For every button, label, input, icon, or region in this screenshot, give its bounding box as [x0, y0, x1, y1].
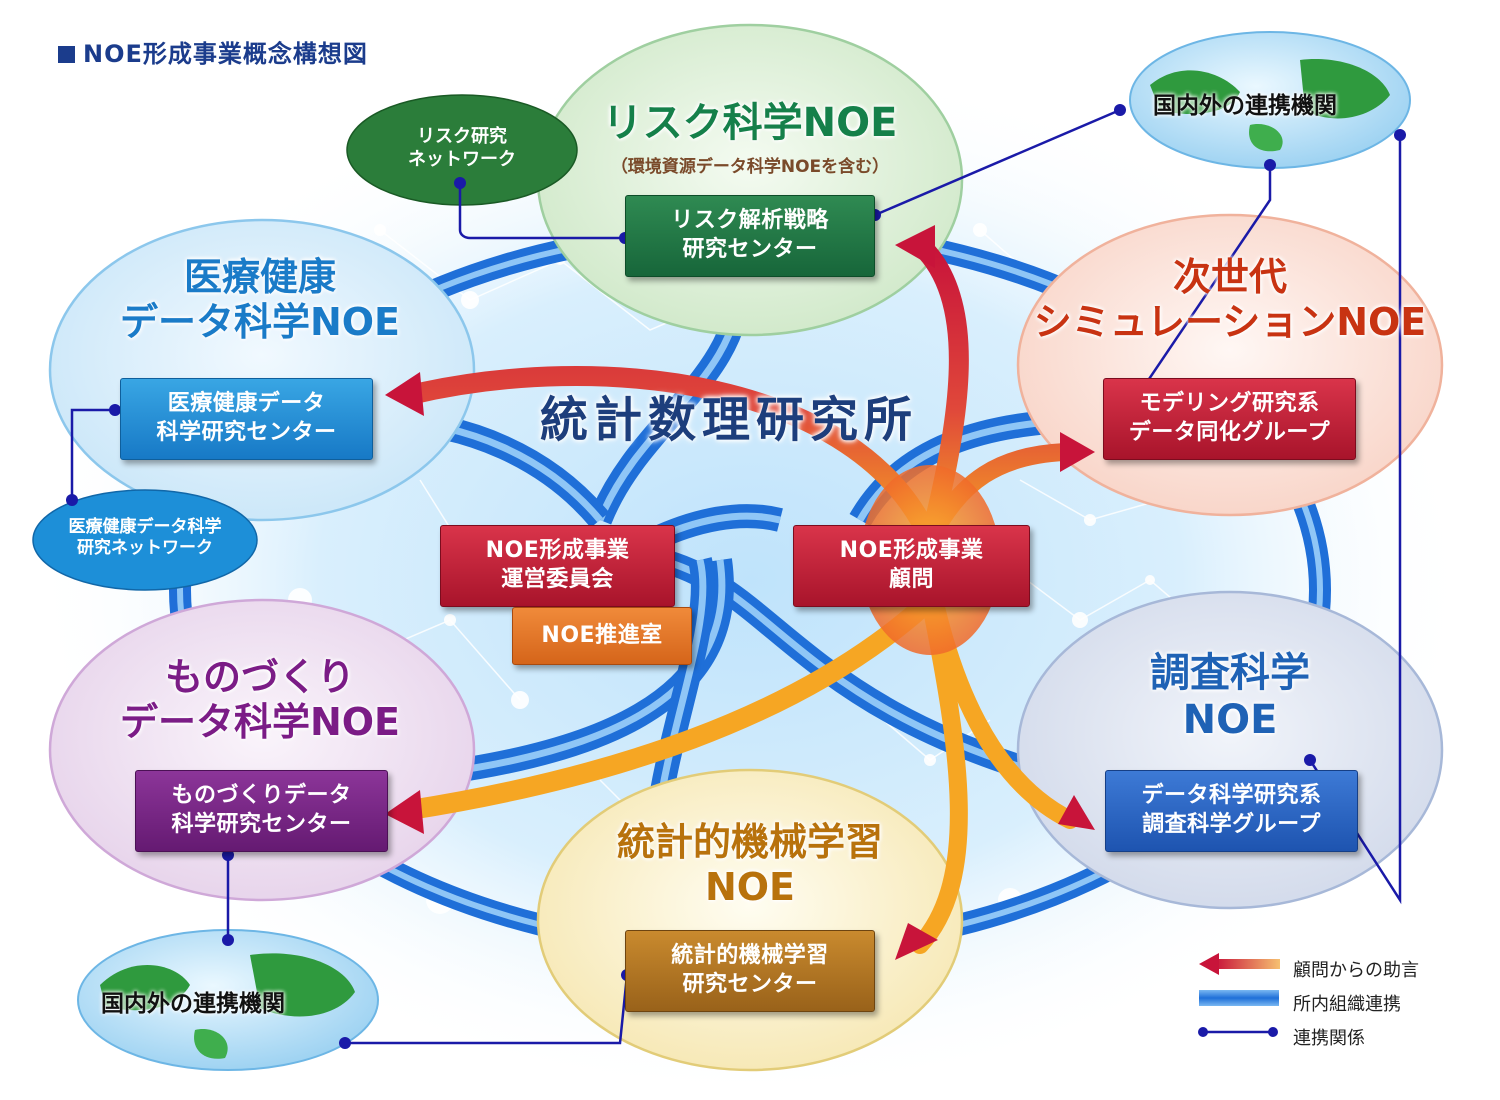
title-square-icon — [58, 46, 75, 63]
risk-network-ellipse — [346, 94, 578, 206]
partners-bottom-left-label: 国内外の連携機関 — [101, 991, 285, 1017]
medical-network-label: 医療健康データ科学研究ネットワーク — [68, 517, 222, 559]
simulation-center-box: モデリング研究系データ同化グループ — [1103, 378, 1356, 460]
globe-top-right — [1129, 31, 1411, 169]
risk-center-box: リスク解析戦略研究センター — [625, 195, 875, 277]
dot-line-icon — [1198, 1027, 1278, 1037]
advisor-box: NOE形成事業顧問 — [793, 525, 1030, 607]
risk-noe-subtitle: （環境資源データ科学NOEを含む） — [610, 157, 890, 177]
survey-center-box: データ科学研究系調査科学グループ — [1105, 770, 1358, 852]
partners-top-right-label: 国内外の連携機関 — [1153, 93, 1337, 119]
page-title: NOE形成事業概念構想図 — [58, 34, 368, 69]
blue-band-icon — [1199, 990, 1279, 1006]
globe-bottom-left — [77, 929, 379, 1071]
ml-noe-ellipse — [536, 768, 964, 1072]
institute-name: 統計数理研究所 — [540, 392, 919, 448]
simulation-noe-title: 次世代シミュレーションNOE — [1033, 255, 1427, 344]
medical-noe-title: 医療健康データ科学NOE — [119, 255, 401, 344]
medical-network-ellipse — [32, 489, 258, 591]
survey-noe-ellipse — [1016, 590, 1444, 910]
monozukuri-noe-ellipse — [48, 598, 476, 902]
risk-noe-title: リスク科学NOE — [602, 100, 898, 146]
medical-center-box: 医療健康データ科学研究センター — [120, 378, 373, 460]
risk-noe-ellipse — [536, 23, 964, 337]
advice-arrow-icon — [1199, 953, 1280, 975]
steering-committee-box: NOE形成事業運営委員会 — [440, 525, 675, 607]
promotion-office-box: NOE推進室 — [512, 607, 692, 665]
monozukuri-noe-title: ものづくりデータ科学NOE — [119, 655, 401, 744]
advice-arrow-heads — [385, 225, 1095, 960]
monozukuri-center-box: ものづくりデータ科学研究センター — [135, 770, 388, 852]
risk-network-label: リスク研究ネットワーク — [408, 126, 516, 170]
ml-center-box: 統計的機械学習研究センター — [625, 930, 875, 1012]
